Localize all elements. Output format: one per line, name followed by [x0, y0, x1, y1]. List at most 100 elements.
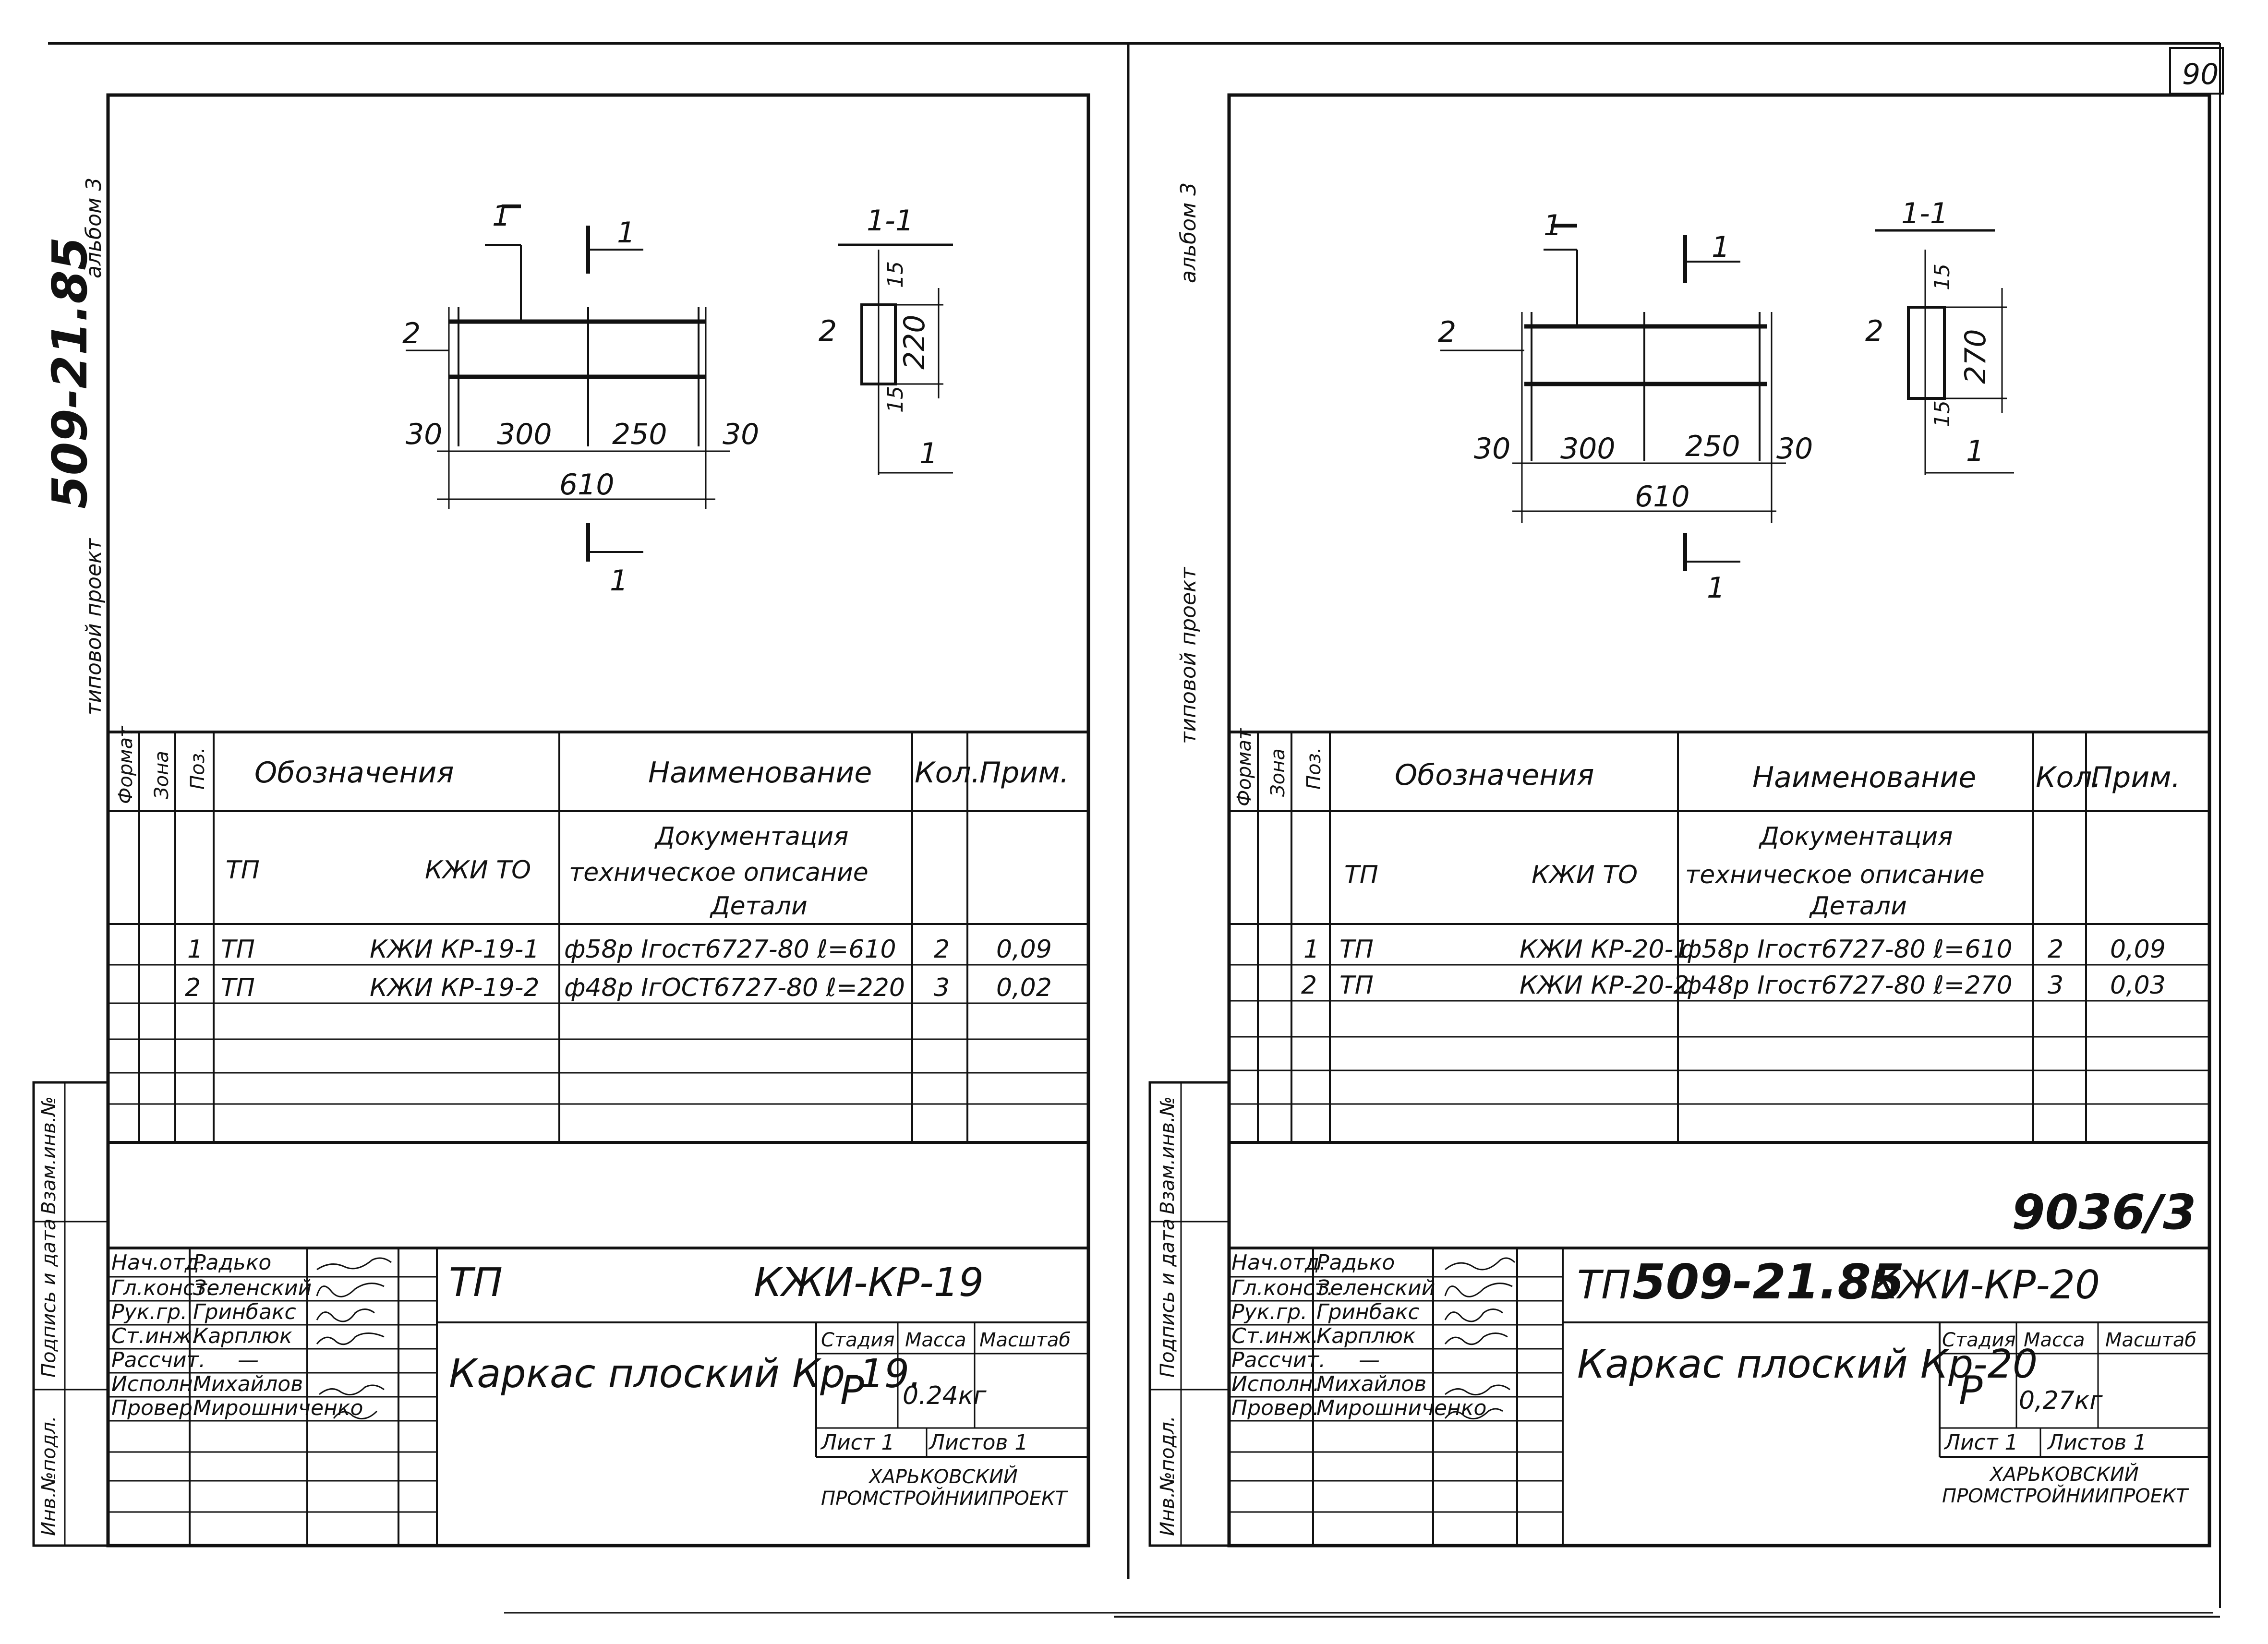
left-role-2: Гл.конст.: [111, 1276, 214, 1300]
left-doc-code: КЖИ-КР-19: [754, 1260, 984, 1306]
right-role-1: Нач.отд.: [1231, 1250, 1326, 1275]
right-mass-label: Масса: [2024, 1329, 2085, 1351]
left-stage-label: Стадия: [821, 1329, 894, 1351]
left-doc-code-tp: ТП: [449, 1260, 503, 1306]
right-spine-project-label: типовой проект: [1176, 566, 1201, 744]
left-side-sign-date: Подпись и дата: [38, 1219, 60, 1378]
right-name-2: Зеленский: [1316, 1276, 1435, 1300]
right-dim-top-cover: 15: [1930, 264, 1954, 290]
right-name-7: Мирошниченко: [1316, 1396, 1486, 1420]
left-pos-label: 2: [402, 317, 421, 350]
right-row-1-name: ф58р Iгост6727-80 ℓ=610: [1680, 935, 2013, 964]
left-section-pos: 2: [819, 314, 837, 348]
right-doc-name-1: Документация: [1759, 822, 1953, 851]
left-header-format: Формат: [115, 725, 137, 804]
right-name-1: Радько: [1316, 1250, 1395, 1275]
table-row: 1 ТП КЖИ КР-20-1 ф58р Iгост6727-80 ℓ=610…: [1303, 935, 2166, 964]
left-section-mark-side: 1: [919, 437, 938, 470]
left-row-1-code: КЖИ КР-19-1: [370, 935, 539, 964]
right-row-2-tp: ТП: [1339, 971, 1374, 1000]
left-sheet-title: Каркас плоский Кр-19.: [449, 1351, 922, 1397]
left-role-4: Ст.инж.: [111, 1324, 198, 1348]
left-sheets-total: Листов 1: [928, 1430, 1028, 1455]
page-number-box: 90: [2169, 47, 2224, 95]
right-doc-code-tp: ТП: [1577, 1262, 1631, 1308]
right-sheets-total: Листов 1: [2047, 1430, 2147, 1455]
right-header-format: Формат: [1233, 728, 1255, 806]
left-drawing: 1 1 2 30 300 250 30 610: [402, 199, 953, 598]
right-dim-edge-left: 30: [1474, 432, 1510, 466]
left-name-5: —: [238, 1348, 259, 1372]
left-header-pos: Поз.: [187, 747, 209, 790]
right-row-2-name: ф48р Iгост6727-80 ℓ=270: [1680, 971, 2013, 1000]
right-spine-album: альбом 3: [1176, 182, 1201, 283]
left-header-designation: Обозначения: [254, 756, 454, 790]
right-doc-tp: ТП: [1344, 861, 1378, 889]
right-section-mark-bottom: 1: [1707, 571, 1725, 605]
left-name-2: Зеленский: [193, 1276, 312, 1300]
right-pos-label: 2: [1438, 315, 1456, 349]
left-role-6: Исполн.: [111, 1372, 200, 1396]
right-role-3: Рук.гр.: [1231, 1300, 1307, 1324]
right-role-4: Ст.инж.: [1231, 1324, 1318, 1348]
left-row-1-tp: ТП: [221, 935, 255, 964]
left-doc-tp: ТП: [226, 856, 260, 885]
right-title-block: Нач.отд. Гл.конст. Рук.гр. Ст.инж. Рассч…: [1229, 1247, 2209, 1546]
left-dim-span2: 250: [612, 418, 667, 451]
left-stage: Р: [840, 1368, 864, 1414]
left-dim-total: 610: [559, 468, 615, 502]
left-row-1-pos: 1: [187, 935, 203, 964]
right-sheet: типовой проект альбом 3 1 1 2 30 300: [1148, 93, 2211, 1548]
right-stage-label: Стадия: [1942, 1329, 2015, 1351]
right-row-1-pos: 1: [1303, 935, 1319, 964]
right-dim-total: 610: [1635, 480, 1690, 514]
table-row: 2 ТП КЖИ КР-19-2 ф48р IгOCT6727-80 ℓ=220…: [185, 973, 1052, 1002]
left-mass: 0.24кг: [903, 1381, 987, 1410]
right-row-1-note: 0,09: [2110, 935, 2166, 964]
right-stage: Р: [1959, 1368, 1983, 1414]
right-doc-code: КЖИ-КР-20: [1870, 1262, 2100, 1308]
left-side-strip: Взам.инв.№ Подпись и дата Инв.№подл.: [32, 1081, 109, 1547]
left-name-6: Михайлов: [193, 1372, 303, 1396]
left-section-mark-top-b: 1: [617, 216, 635, 250]
left-spine-album: альбом 3: [82, 178, 106, 278]
right-row-1-qty: 2: [2048, 935, 2063, 964]
right-sheet-title: Каркас плоский Кр-20: [1577, 1342, 2038, 1387]
right-row-2-code: КЖИ КР-20-2: [1520, 971, 1689, 1000]
right-side-sign-date: Подпись и дата: [1157, 1219, 1179, 1378]
left-dim-edge-right: 30: [723, 418, 759, 451]
right-role-6: Исполн.: [1231, 1372, 1320, 1396]
left-name-7: Мирошниченко: [193, 1396, 363, 1420]
left-spine-project-code: 509-21.85: [42, 237, 98, 509]
table-row: 1 ТП КЖИ КР-19-1 ф58р Iгост6727-80 ℓ=610…: [187, 935, 1052, 964]
left-sheet: типовой проект 509-21.85 альбом 3 1 1 2: [32, 93, 1090, 1548]
left-sheet-num: Лист 1: [820, 1430, 894, 1455]
left-role-5: Рассчит.: [111, 1348, 205, 1372]
right-dim-edge-right: 30: [1776, 432, 1813, 466]
right-doc-code-num: 509-21.85: [1632, 1254, 1905, 1310]
left-org-2: ПРОМСТРОЙНИИПРОЕКТ: [821, 1487, 1068, 1510]
right-scale-label: Масштаб: [2105, 1329, 2196, 1351]
left-role-7: Провер.: [111, 1396, 199, 1420]
left-role-3: Рук.гр.: [111, 1300, 187, 1324]
right-header-name: Наименование: [1752, 761, 1976, 794]
left-header-name: Наименование: [648, 756, 872, 790]
left-name-3: Гринбакс: [193, 1300, 296, 1324]
right-role-2: Гл.конст.: [1231, 1276, 1334, 1300]
left-side-inv-orig: Инв.№подл.: [38, 1416, 60, 1536]
left-signatures: [316, 1257, 392, 1420]
right-header-zone: Зона: [1267, 748, 1289, 797]
right-mass: 0,27кг: [2019, 1386, 2103, 1415]
right-sheet-num: Лист 1: [1943, 1430, 2018, 1455]
left-doc-name-3: Детали: [710, 892, 808, 921]
left-row-2-note: 0,02: [996, 973, 1052, 1002]
right-section-mark-top-b: 1: [1712, 230, 1730, 264]
right-section-mark-side: 1: [1966, 434, 1984, 468]
left-row-2-name: ф48р IгOCT6727-80 ℓ=220: [564, 973, 905, 1002]
table-row: 2 ТП КЖИ КР-20-2 ф48р Iгост6727-80 ℓ=270…: [1301, 971, 2166, 1000]
page-frame: [48, 42, 2221, 1618]
page-number: 90: [2182, 58, 2219, 91]
right-name-3: Гринбакс: [1316, 1300, 1420, 1324]
left-row-1-note: 0,09: [996, 935, 1052, 964]
